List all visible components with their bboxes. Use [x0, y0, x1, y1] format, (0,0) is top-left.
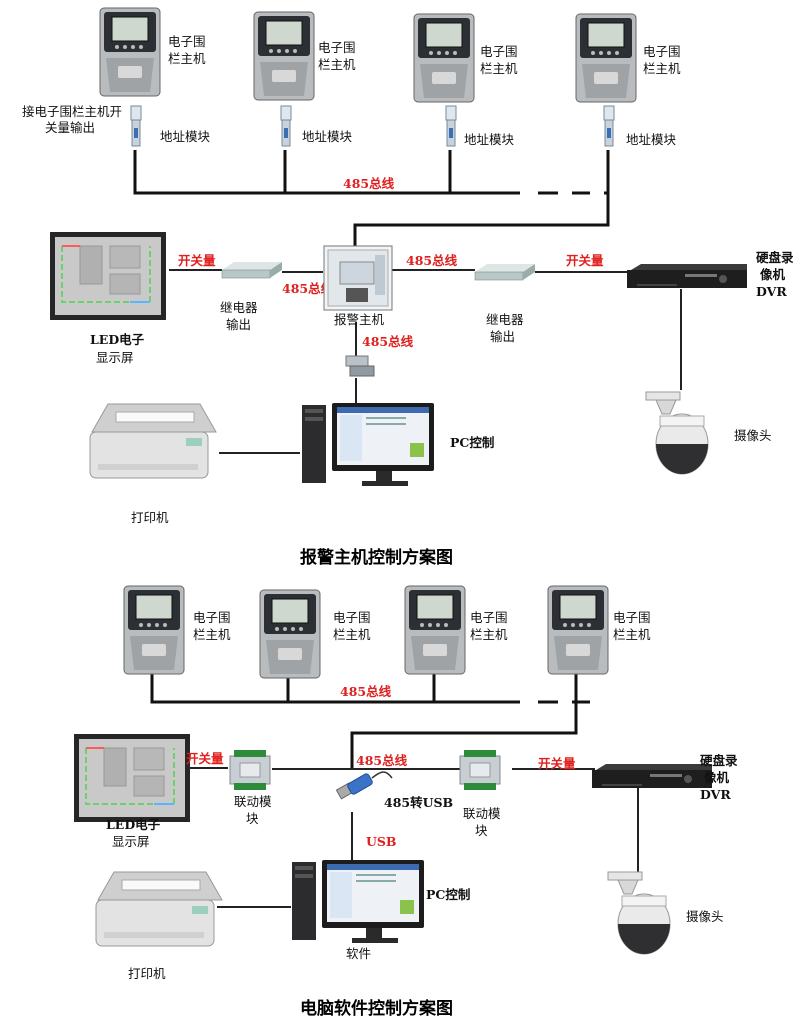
fence-host-4 — [575, 13, 637, 103]
linkage-module-left — [229, 749, 271, 791]
fence-host-label-7a: 电子围 — [470, 610, 508, 625]
printer-2 — [95, 871, 223, 947]
diagram2: 电子围 栏主机 电子围 栏主机 电子围 栏主机 电子围 栏主机 485总线 LE… — [73, 585, 738, 1019]
dvr-label-1c: DVR — [756, 284, 787, 299]
led-screen-2 — [73, 733, 191, 823]
dvr-label-2a: 硬盘录 — [700, 753, 738, 768]
address-module-1 — [130, 105, 142, 147]
bus485-top-line — [133, 150, 520, 195]
bus485-label-2: 485总线 — [356, 753, 408, 768]
fence-host-7 — [404, 585, 466, 675]
converter-1 — [345, 355, 375, 377]
fence-host-2 — [253, 11, 315, 101]
alarm-host-label: 报警主机 — [334, 312, 385, 327]
fence-host-label-8a: 电子围 — [613, 610, 651, 625]
dvr-1 — [627, 264, 747, 288]
fence-host-8 — [547, 585, 609, 675]
fence-host-6 — [259, 589, 321, 679]
led-label-1a: LED电子 — [90, 332, 145, 347]
fence-host-label-2a: 电子围 — [318, 40, 356, 55]
relay-label-right-b: 输出 — [490, 329, 515, 344]
relay-output-right — [474, 263, 536, 281]
fence-host-label-5a: 电子围 — [193, 610, 231, 625]
address-module-label-2: 地址模块 — [302, 129, 353, 144]
pc-1 — [302, 403, 434, 486]
dvr-label-1a: 硬盘录 — [756, 250, 794, 265]
fence-host-5 — [123, 585, 185, 675]
address-module-4 — [603, 105, 615, 147]
fence-host-label-3a: 电子围 — [480, 44, 518, 59]
printer-label-1: 打印机 — [131, 510, 169, 525]
linkage-label-left-a: 联动模 — [234, 794, 272, 809]
fence-host-label-6b: 栏主机 — [333, 627, 371, 642]
fence-host-label-1b: 栏主机 — [168, 51, 206, 66]
address-module-label-1: 地址模块 — [160, 129, 211, 144]
fence-host-label-7b: 栏主机 — [470, 627, 508, 642]
address-module-2 — [280, 105, 292, 147]
pc-label-2: PC控制 — [426, 887, 470, 902]
dvr-label-1b: 像机 — [760, 267, 786, 282]
dvr-2 — [592, 764, 712, 788]
camera-1 — [645, 391, 709, 475]
address-module-3 — [445, 105, 457, 147]
usb-label: USB — [366, 834, 397, 849]
switch-output-label-b: 关量输出 — [45, 120, 95, 135]
led-screen-1 — [49, 231, 167, 321]
bus485-label-left: 485总线 — [282, 281, 334, 296]
led-label-1b: 显示屏 — [96, 350, 134, 365]
fence-host-label-2b: 栏主机 — [318, 57, 356, 72]
fence-host-1 — [99, 7, 161, 97]
address-module-label-3: 地址模块 — [464, 132, 515, 147]
dvr-label-2c: DVR — [700, 787, 731, 802]
pc-label-1: PC控制 — [450, 435, 494, 450]
relay-output-left — [221, 261, 283, 279]
switch-label-right: 开关量 — [566, 253, 604, 268]
switch-label-right-2: 开关量 — [538, 756, 576, 771]
led-label-2b: 显示屏 — [112, 834, 150, 849]
usb-converter — [335, 771, 393, 800]
fence-host-3 — [413, 13, 475, 103]
dvr-label-2b: 像机 — [704, 770, 730, 785]
diagram1: 电子围 栏主机 电子围 栏主机 电子围 栏主机 电子围 栏主机 接电子围栏主机开… — [22, 7, 794, 568]
diagram1-title: 报警主机控制方案图 — [300, 547, 453, 568]
led-label-2a: LED电子 — [106, 817, 161, 832]
camera-label-2: 摄像头 — [686, 909, 724, 924]
fence-host-label-3b: 栏主机 — [480, 61, 518, 76]
converter-label: 485转USB — [384, 795, 453, 810]
relay-label-left-b: 输出 — [226, 317, 251, 332]
fence-host-label-4b: 栏主机 — [643, 61, 681, 76]
linkage-module-right — [459, 749, 501, 791]
linkage-label-right-a: 联动模 — [463, 806, 501, 821]
relay-label-left-a: 继电器 — [220, 300, 258, 315]
address-module-label-4: 地址模块 — [626, 132, 677, 147]
bus485-label-bottom: 485总线 — [362, 334, 414, 349]
printer-label-2: 打印机 — [128, 966, 166, 981]
diagram2-title: 电脑软件控制方案图 — [300, 998, 453, 1019]
switch-label-left: 开关量 — [178, 253, 216, 268]
fence-host-label-1a: 电子围 — [168, 34, 206, 49]
alarm-host — [323, 245, 393, 311]
fence-host-label-4a: 电子围 — [643, 44, 681, 59]
fence-host-label-5b: 栏主机 — [193, 627, 231, 642]
switch-label-left-2: 开关量 — [186, 751, 224, 766]
relay-label-right-a: 继电器 — [486, 312, 524, 327]
switch-output-label-a: 接电子围栏主机开 — [22, 104, 122, 119]
fence-host-label-8b: 栏主机 — [613, 627, 651, 642]
fence-host-label-6a: 电子围 — [333, 610, 371, 625]
bus485-label-top: 485总线 — [343, 176, 395, 191]
linkage-label-left-b: 块 — [246, 811, 259, 826]
camera-label-1: 摄像头 — [734, 428, 772, 443]
software-label: 软件 — [346, 946, 371, 961]
bus485-label-top-2: 485总线 — [340, 684, 392, 699]
bus485-label-right: 485总线 — [406, 253, 458, 268]
linkage-label-right-b: 块 — [475, 823, 488, 838]
camera-2 — [607, 871, 671, 955]
printer-1 — [89, 403, 217, 479]
pc-2 — [292, 860, 424, 943]
